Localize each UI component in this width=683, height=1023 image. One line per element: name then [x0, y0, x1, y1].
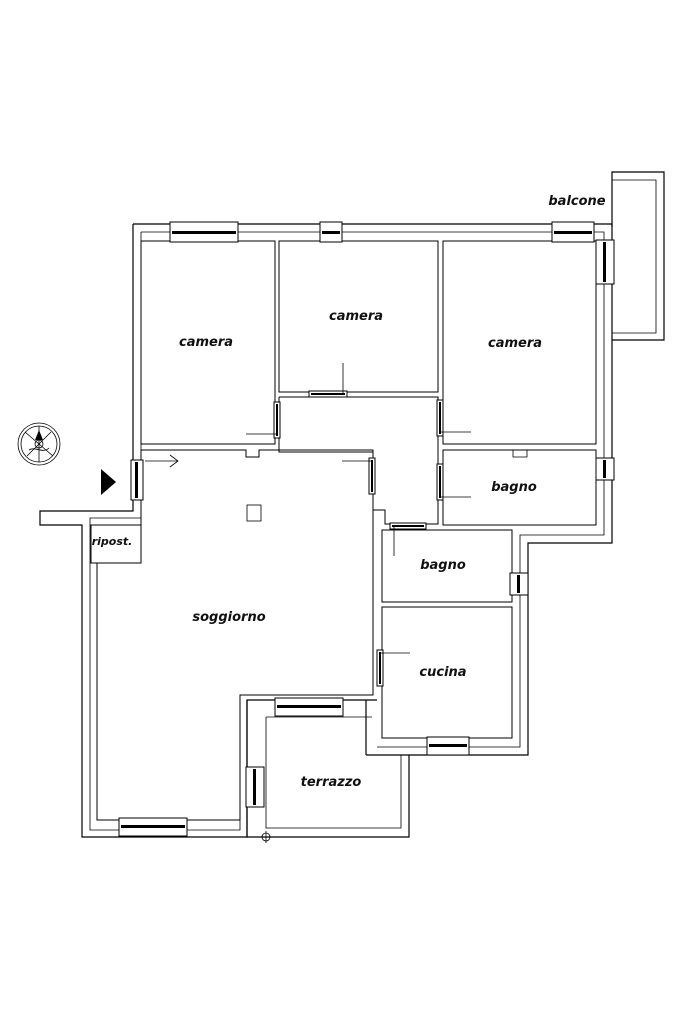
- compass-rose-icon: [17, 422, 61, 466]
- window-bagno-upper: [595, 457, 615, 481]
- room-label-balcone: balcone: [548, 194, 605, 209]
- room-label-soggiorno: soggiorno: [192, 610, 265, 625]
- entrance-arrow-icon: [101, 469, 116, 495]
- window-balcone-door: [595, 239, 615, 285]
- room-label-terrazzo: terrazzo: [301, 775, 362, 790]
- balcone-area: [611, 171, 665, 341]
- windows: [118, 221, 615, 837]
- terrazzo-area: [246, 700, 410, 843]
- room-label-camera-center: camera: [329, 309, 383, 324]
- window-camera-center: [319, 221, 343, 243]
- room-label-cucina: cucina: [419, 665, 466, 680]
- exterior-walls: [39, 223, 613, 838]
- window-cucina: [426, 736, 470, 756]
- interior-doors: [145, 363, 471, 687]
- room-label-camera-left: camera: [179, 335, 233, 350]
- window-camera-left: [169, 221, 239, 243]
- window-camera-right: [551, 221, 595, 243]
- room-label-bagno-lower: bagno: [420, 558, 466, 573]
- window-terrazzo-door: [274, 697, 344, 717]
- room-label-ripostiglio: ripost.: [92, 535, 133, 548]
- window-soggiorno-side: [245, 766, 265, 808]
- window-soggiorno-bottom: [118, 817, 188, 837]
- entrance-door: [130, 459, 144, 501]
- room-label-bagno-upper: bagno: [491, 480, 537, 495]
- room-label-camera-right: camera: [488, 336, 542, 351]
- window-bagno-lower: [509, 572, 529, 596]
- room-labels: balcone camera camera camera bagno bagno…: [92, 194, 606, 790]
